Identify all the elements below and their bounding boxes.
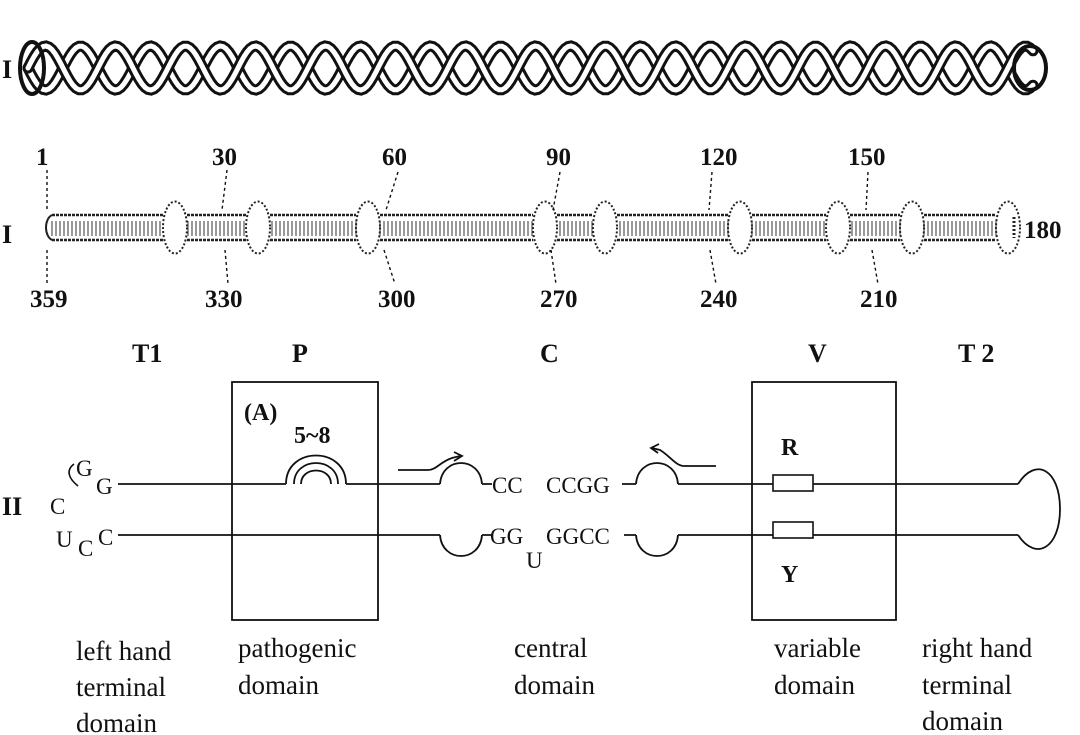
position-number-120: 120: [700, 144, 738, 171]
left-loop-u: U: [56, 527, 73, 552]
left-arrow-icon: [651, 447, 716, 467]
central-top-left: CC: [492, 473, 523, 498]
double-helix: [18, 40, 1048, 96]
central-bulge-u: U: [526, 548, 543, 573]
left-loop-c3: C: [98, 525, 113, 550]
left-loop-g1: G: [76, 456, 93, 481]
left-loop-c1: C: [50, 494, 65, 519]
row-label-secondary: I: [2, 220, 12, 249]
position-number-30: 30: [212, 144, 237, 171]
variable-domain-box: [751, 381, 897, 621]
y-region-box: [772, 521, 814, 539]
position-number-330: 330: [205, 286, 243, 313]
y-region-label: Y: [781, 562, 798, 588]
rna-strands: [118, 462, 1061, 557]
domain-code-c: C: [540, 339, 559, 368]
caption-v-line2: domain: [774, 670, 855, 700]
domain-captions: left hand terminal domain pathogenic dom…: [76, 633, 1033, 735]
left-loop-curve: [68, 463, 79, 487]
secondary-structure-rod: [45, 200, 1021, 255]
left-terminal-loop: G G C U C C: [50, 456, 113, 561]
caption-c-line1: central: [514, 633, 587, 663]
domain-code-t2: T 2: [958, 339, 994, 368]
domain-code-t1: T1: [132, 339, 162, 368]
caption-p-line1: pathogenic: [238, 633, 356, 663]
position-number-90: 90: [546, 144, 571, 171]
caption-t1-line1: left hand: [76, 636, 172, 666]
central-top-right: CCGG: [546, 473, 610, 498]
caption-c-line2: domain: [514, 670, 595, 700]
caption-t1-line3: domain: [76, 708, 157, 735]
position-number-180: 180: [1024, 217, 1062, 244]
number-leader-lines: [46, 169, 879, 285]
caption-t2-line2: terminal: [922, 670, 1012, 700]
position-number-359: 359: [30, 286, 68, 313]
central-direction-arrows: [398, 443, 716, 471]
domain-code-v: V: [808, 339, 827, 368]
position-number-150: 150: [848, 144, 886, 171]
left-loop-c2: C: [78, 536, 93, 561]
position-number-210: 210: [860, 286, 898, 313]
caption-t2-line1: right hand: [922, 633, 1033, 663]
pathogenic-marker: (A): [244, 400, 277, 426]
central-sequence: CC CCGG GG GGCC U: [490, 473, 610, 573]
position-number-300: 300: [378, 286, 416, 313]
pathogenic-domain-box: [231, 381, 379, 621]
caption-v-line1: variable: [774, 633, 861, 663]
pathogenic-range: 5~8: [294, 423, 330, 449]
row-label-helix: I: [2, 55, 12, 84]
position-number-270: 270: [540, 286, 578, 313]
top-position-numbers: 1 30 60 90 120 150: [36, 144, 886, 171]
position-number-60: 60: [382, 144, 407, 171]
right-arrow-icon: [398, 455, 461, 471]
domain-code-p: P: [292, 339, 308, 368]
position-number-1: 1: [36, 144, 49, 171]
bottom-position-numbers: 359 330 300 270 240 210: [30, 286, 898, 313]
row-label-domain-model: II: [2, 492, 22, 521]
caption-t1-line2: terminal: [76, 672, 166, 702]
r-region-box: [772, 474, 814, 492]
pathogenic-loop-arch: [285, 454, 347, 485]
central-bottom-right: GGCC: [546, 524, 610, 549]
caption-p-line2: domain: [238, 670, 319, 700]
left-loop-g2: G: [96, 474, 113, 499]
central-bottom-left: GG: [490, 524, 523, 549]
position-number-240: 240: [700, 286, 738, 313]
caption-t2-line3: domain: [922, 706, 1003, 735]
r-region-label: R: [781, 435, 799, 461]
